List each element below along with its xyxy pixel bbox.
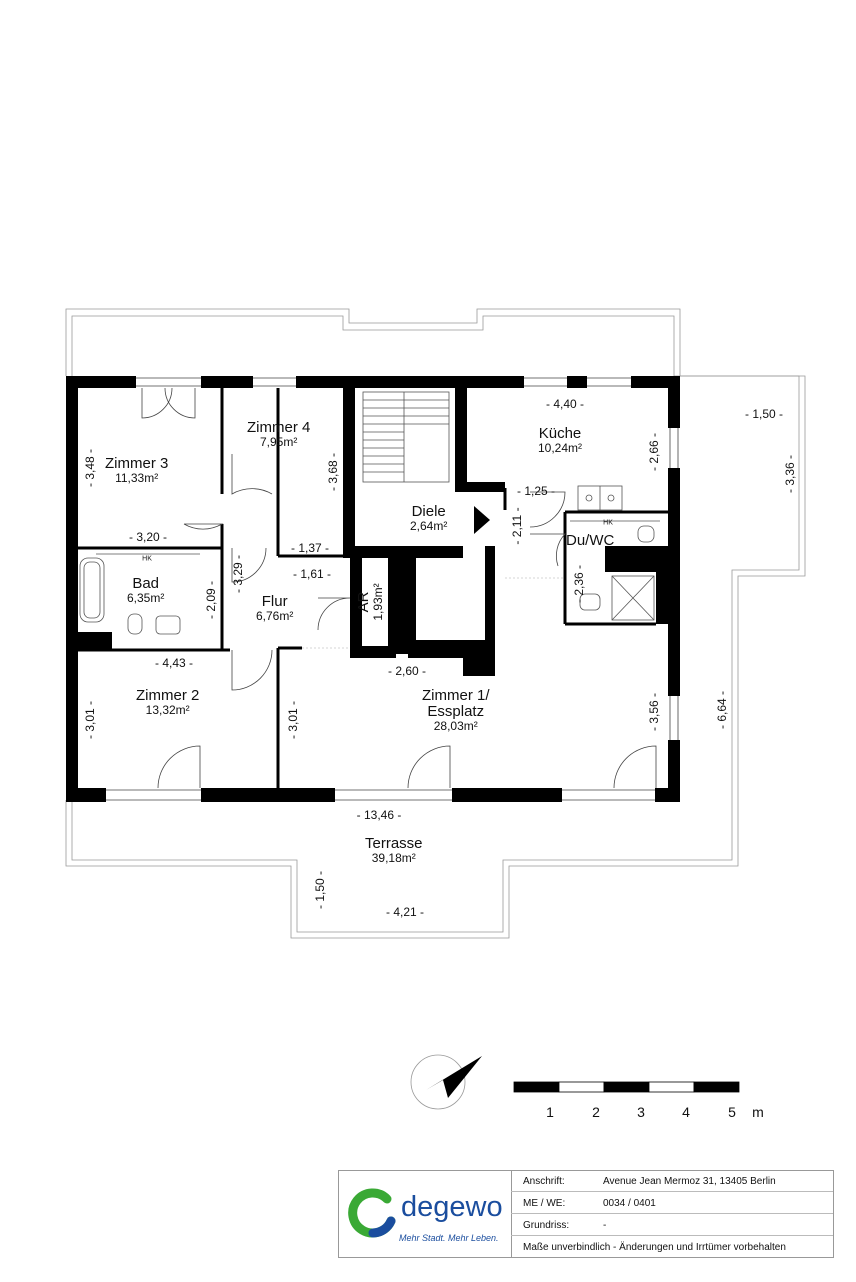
scale-label: 5: [728, 1104, 736, 1120]
info-key: ME / WE:: [523, 1198, 566, 1209]
dimension-label: - 3,01 -: [83, 700, 97, 740]
north-arrow-icon: [410, 1054, 482, 1110]
radiator-label: HK: [142, 555, 152, 563]
dimension-label: - 2,60 -: [387, 664, 427, 678]
dimension-label: - 3,56 -: [647, 692, 661, 732]
room-name: Bad: [132, 575, 160, 592]
scale-label: 2: [592, 1104, 600, 1120]
room-name-2: Essplatz: [427, 702, 485, 720]
room-name: Flur: [261, 593, 288, 610]
dimension-label: - 3,36 -: [783, 454, 797, 494]
dimension-label: - 4,21 -: [385, 905, 425, 919]
room-area: 13,32m²: [145, 702, 190, 717]
radiator-label: HK: [603, 519, 613, 527]
dimension-label: - 1,25 -: [516, 484, 556, 498]
disclaimer: Maße unverbindlich - Änderungen und Irrt…: [523, 1242, 786, 1253]
room-area: 6,76m²: [256, 608, 294, 623]
degewo-logo-icon: [348, 1188, 396, 1238]
info-row-mewe: ME / WE: 0034 / 0401: [511, 1193, 833, 1214]
info-value: 0034 / 0401: [603, 1198, 656, 1209]
dimension-label: - 1,50 -: [744, 407, 784, 421]
room-duwc: Du/WC: [566, 533, 614, 549]
room-area: 2,64m²: [410, 518, 448, 533]
room-name: Diele: [411, 503, 446, 520]
room-flur: Flur 6,76m²: [256, 594, 293, 622]
info-value: -: [603, 1220, 607, 1231]
dimension-label: - 3,48 -: [83, 448, 97, 488]
room-name: Zimmer 2: [136, 687, 200, 704]
scale-label: 3: [637, 1104, 645, 1120]
info-row-grundriss: Grundriss: -: [511, 1215, 833, 1236]
dimension-label: - 6,64 -: [715, 690, 729, 730]
room-name: Zimmer 4: [247, 419, 311, 436]
dimension-label: - 2,36 -: [572, 564, 586, 604]
openings: [302, 577, 565, 649]
info-value: Avenue Jean Mermoz 31, 13405 Berlin: [603, 1176, 776, 1187]
room-ar: AR 1,93m²: [354, 583, 385, 621]
brand-tagline: Mehr Stadt. Mehr Leben.: [399, 1233, 499, 1243]
dimension-label: - 2,09 -: [204, 580, 218, 620]
staircase: [362, 391, 450, 483]
room-name: Küche: [538, 425, 582, 442]
room-name: AR: [354, 591, 372, 613]
dimension-label: - 3,68 -: [326, 452, 340, 492]
info-row-address: Anschrift: Avenue Jean Mermoz 31, 13405 …: [511, 1171, 833, 1192]
interior-walls: [78, 388, 668, 788]
room-area: 1,93m²: [370, 583, 385, 621]
brand-name: degewo: [401, 1191, 503, 1223]
room-area: 6,35m²: [127, 590, 165, 605]
room-name: Zimmer 1/: [422, 687, 490, 704]
dimension-label: - 1,37 -: [290, 541, 330, 555]
room-zimmer2: Zimmer 2 13,32m²: [136, 688, 199, 716]
windows: [106, 377, 679, 801]
room-name: Terrasse: [365, 835, 423, 852]
dimension-label: - 4,43 -: [154, 656, 194, 670]
scale-label: 1: [546, 1104, 554, 1120]
scale-label: 4: [682, 1104, 690, 1120]
dimension-label: - 4,40 -: [545, 397, 585, 411]
dimension-label: - 2,66 -: [647, 432, 661, 472]
room-area: 7,95m²: [259, 434, 298, 449]
room-kueche: Küche 10,24m²: [538, 426, 582, 454]
roof-outline: [65, 308, 806, 939]
door-swings: [141, 387, 657, 789]
info-key: Anschrift:: [523, 1176, 565, 1187]
entry-arrow-icon: [474, 506, 490, 534]
scale-bar: [513, 1081, 740, 1093]
dimension-label: - 3,20 -: [128, 530, 168, 544]
room-zimmer4: Zimmer 4 7,95m²: [247, 420, 310, 448]
room-area: 39,18m²: [371, 850, 416, 865]
room-area: 10,24m²: [538, 440, 583, 455]
dimension-label: - 1,61 -: [292, 567, 332, 581]
dimension-label: - 2,11 -: [510, 507, 524, 545]
room-area: 11,33m²: [115, 470, 159, 485]
room-bad: Bad 6,35m²: [127, 576, 164, 604]
dimension-label: - 1,50 -: [313, 870, 327, 910]
scale-unit: m: [752, 1104, 764, 1120]
dimension-label: - 3,29 -: [231, 554, 245, 594]
degewo-logo: degewo Mehr Stadt. Mehr Leben.: [339, 1171, 512, 1257]
dimension-label: - 3,01 -: [286, 700, 300, 740]
info-key: Grundriss:: [523, 1220, 570, 1231]
dimension-label: - 13,46 -: [356, 808, 402, 822]
room-diele: Diele 2,64m²: [410, 504, 447, 532]
room-name: Zimmer 3: [105, 455, 169, 472]
room-name: Du/WC: [566, 532, 615, 549]
room-area: 28,03m²: [433, 718, 478, 733]
room-zimmer1: Zimmer 1/ Essplatz 28,03m²: [422, 688, 490, 732]
room-zimmer3: Zimmer 3 11,33m²: [105, 456, 168, 484]
room-terrasse: Terrasse 39,18m²: [365, 836, 423, 864]
fixtures: [79, 485, 660, 635]
walls: [66, 376, 680, 802]
title-block: degewo Mehr Stadt. Mehr Leben. Anschrift…: [338, 1170, 834, 1258]
